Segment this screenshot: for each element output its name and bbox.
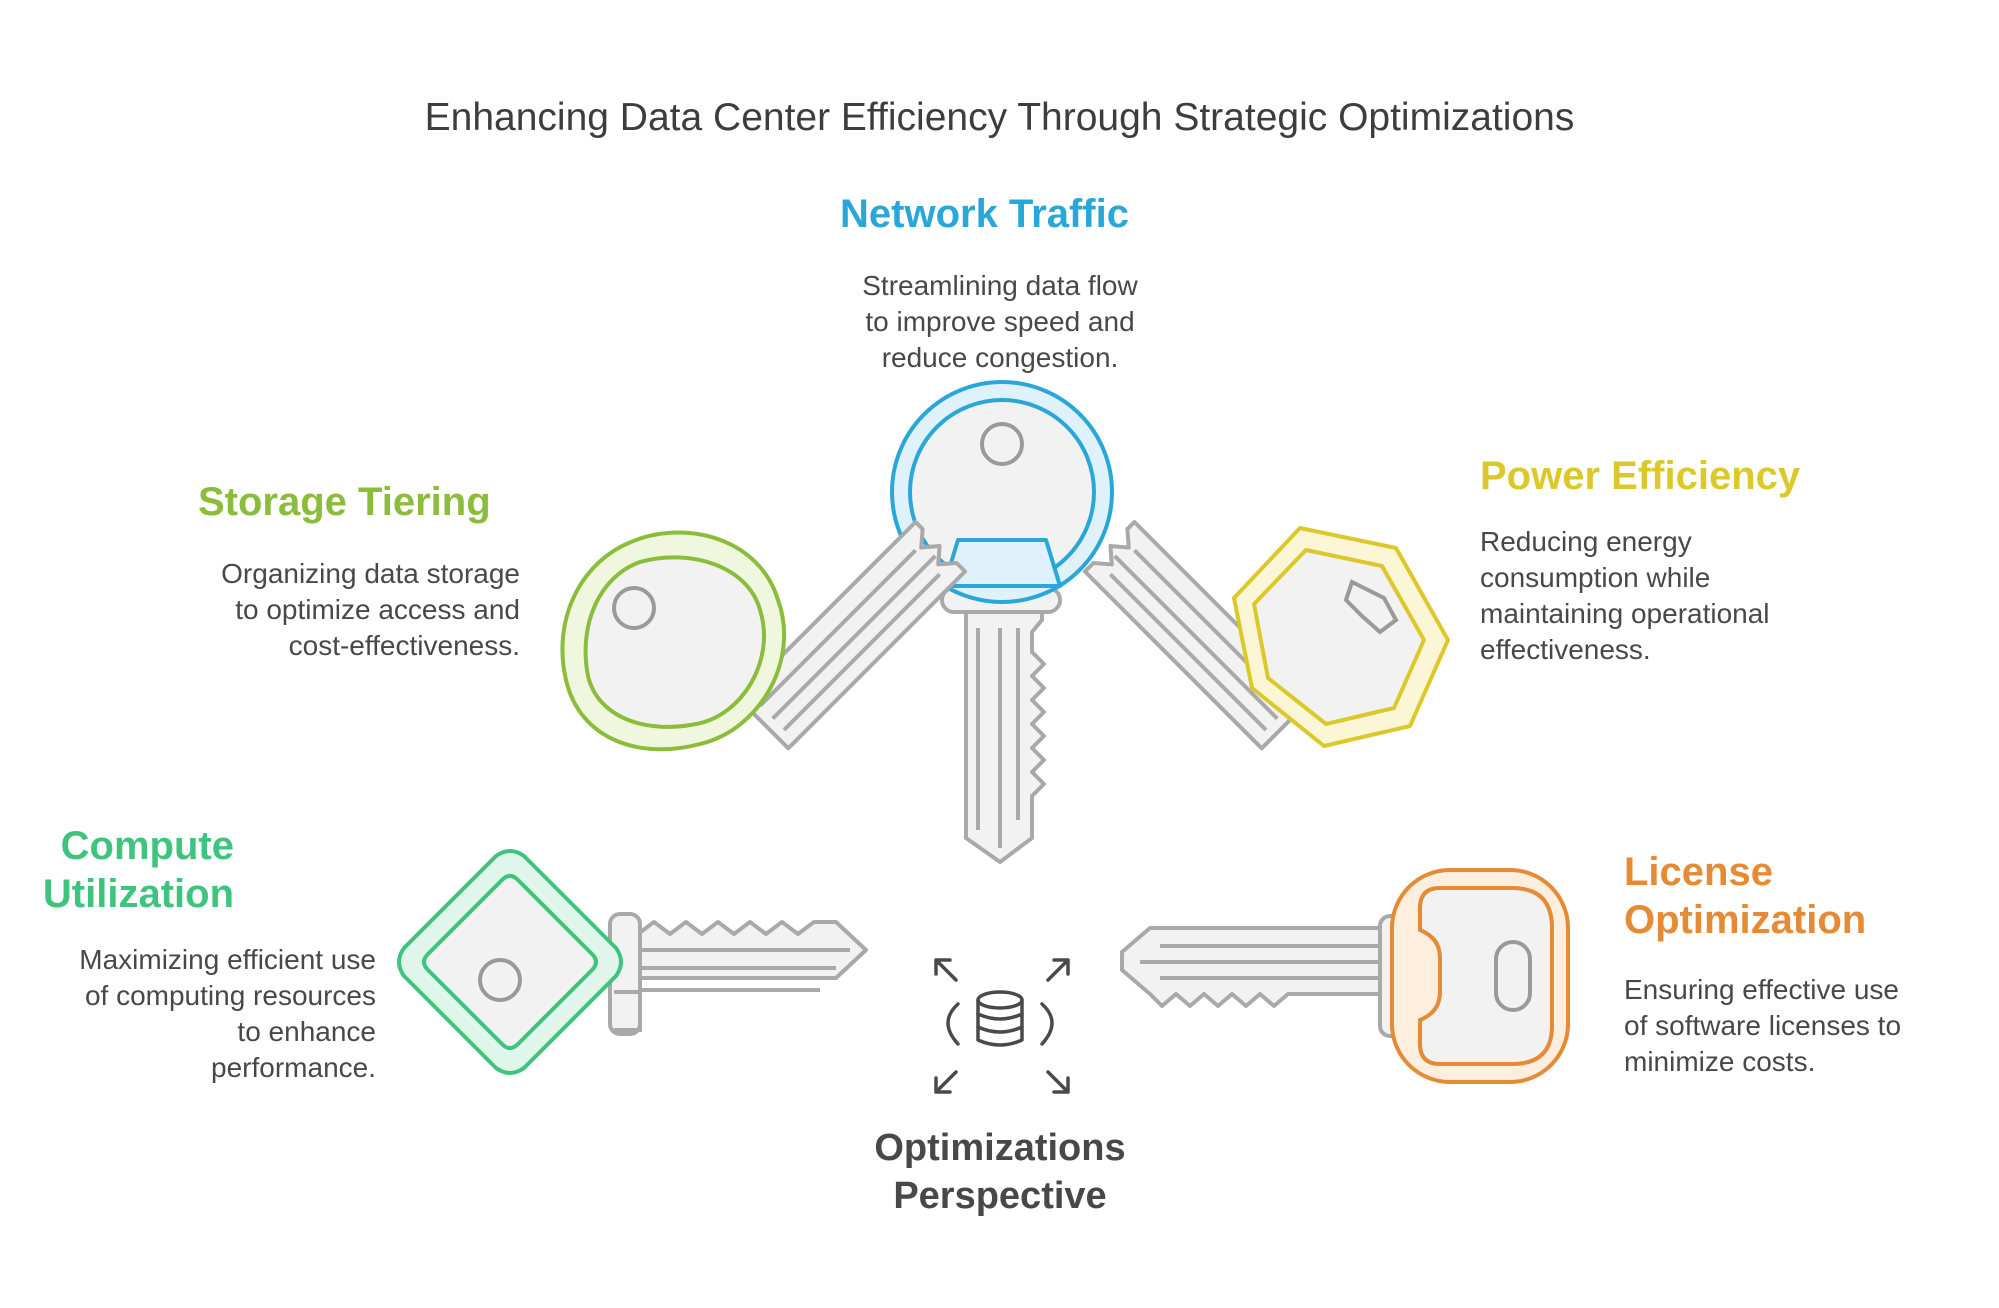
diagram-title: Enhancing Data Center Efficiency Through… [424, 96, 1575, 139]
power-key-hole [1343, 579, 1399, 635]
storage-tiering-heading: Storage Tiering [198, 480, 491, 524]
license-key-hole [1494, 940, 1532, 1012]
network-key-hole [980, 422, 1024, 466]
storage-key-hole [612, 586, 656, 630]
license-key-blade [1120, 926, 1392, 1008]
database-icon [934, 958, 1070, 1094]
network-traffic-key [890, 380, 1114, 864]
network-traffic-heading: Network Traffic [840, 192, 1129, 236]
storage-tiering-key [560, 520, 968, 752]
compute-utilization-key [397, 849, 868, 1075]
compute-key-hole [478, 958, 522, 1002]
license-optimization-key [1120, 868, 1570, 1084]
power-efficiency-key [1082, 520, 1450, 751]
power-efficiency-heading: Power Efficiency [1480, 454, 1801, 498]
